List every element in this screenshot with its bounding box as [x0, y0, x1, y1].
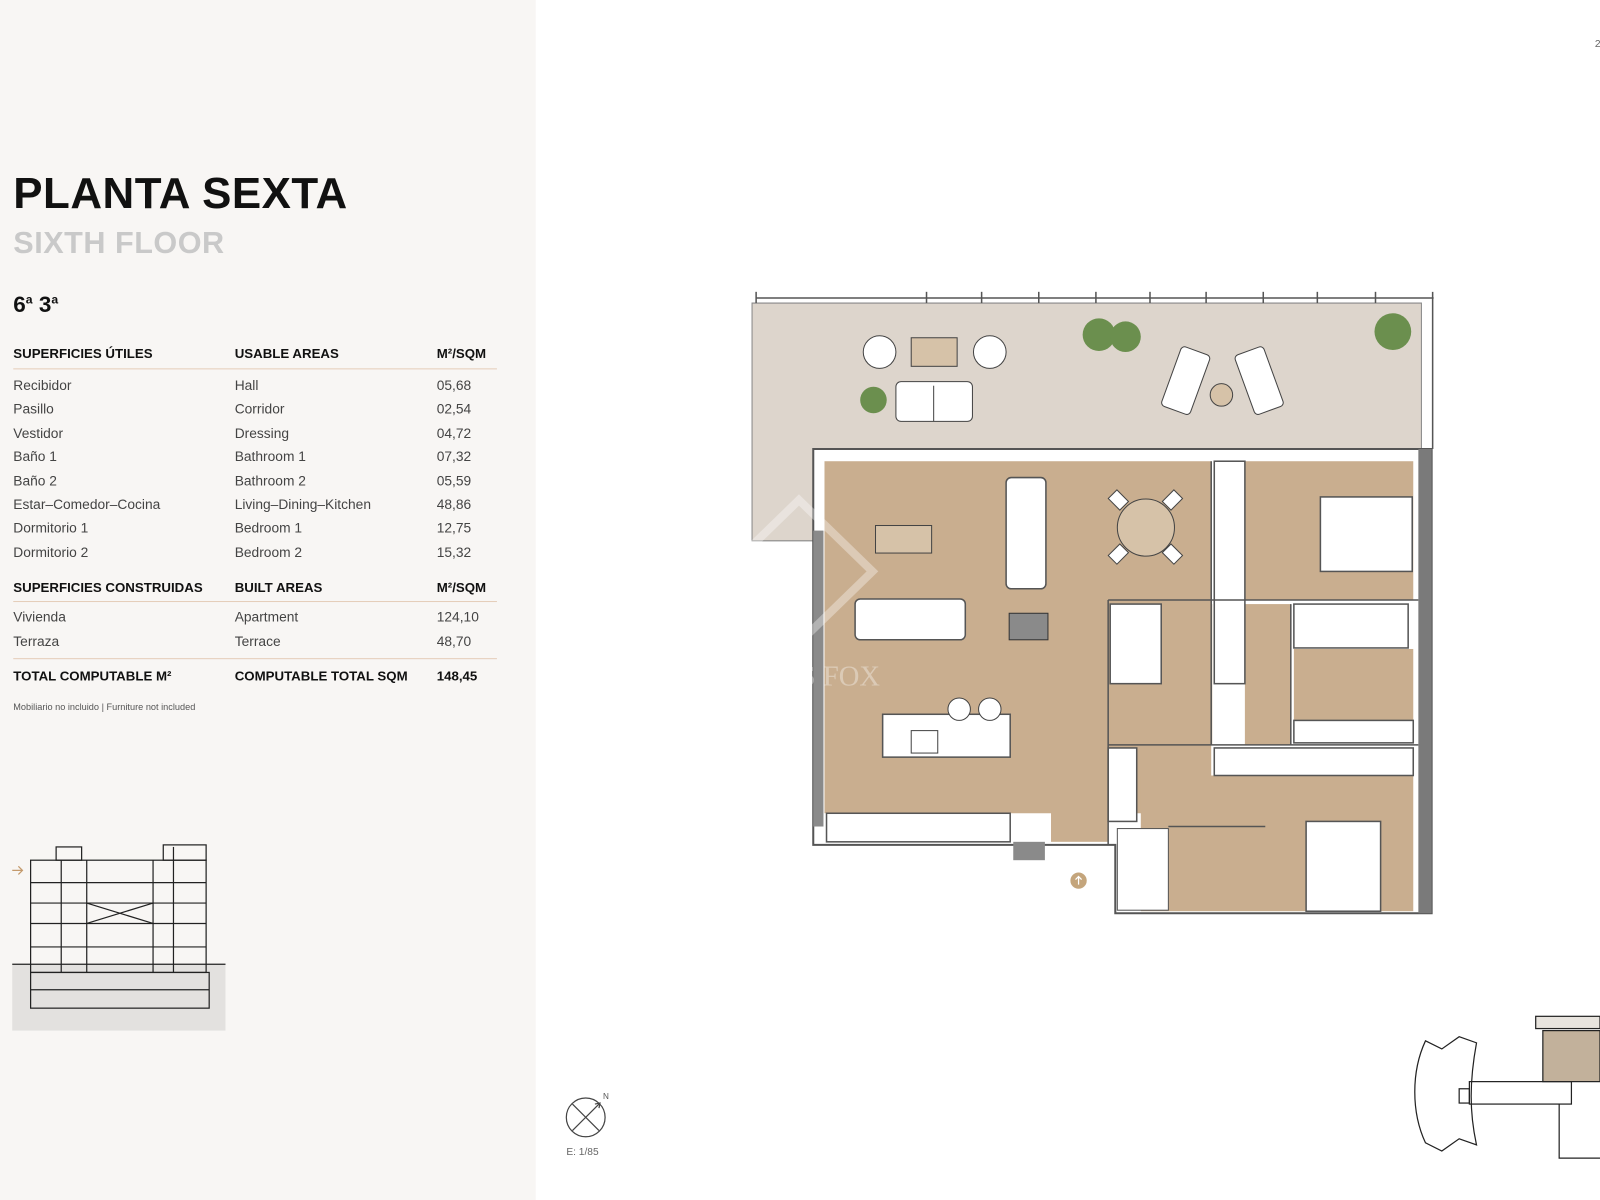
area-value: 124,10	[436, 609, 479, 625]
coffee-table	[874, 524, 933, 554]
spanish-label: Terraza	[13, 633, 60, 649]
english-label: COMPUTABLE TOTAL SQM	[234, 668, 408, 684]
table-row: Baño 2 Bathroom 2 05,59	[13, 473, 497, 493]
sofa	[1005, 476, 1047, 590]
table-row: Terraza Terrace 48,70	[13, 633, 497, 653]
spanish-label: Baño 1	[13, 449, 57, 465]
english-label: Bedroom 1	[234, 520, 303, 537]
english-label: USABLE AREAS	[234, 345, 339, 362]
english-label: Terrace	[234, 633, 281, 649]
kitchen-counter	[825, 812, 1011, 843]
spanish-label: SUPERFICIES CONSTRUIDAS	[13, 579, 203, 595]
spanish-label: Dormitorio 1	[13, 520, 89, 537]
area-value: 48,70	[436, 633, 472, 649]
terrace	[751, 291, 1434, 542]
english-label: Hall	[234, 377, 259, 393]
sofa	[854, 598, 967, 641]
table-row: Recibidor Hall 05,68	[13, 378, 497, 398]
page-title: PLANTA SEXTA	[13, 169, 348, 219]
bathtub	[1293, 603, 1409, 649]
spanish-label: Baño 2	[13, 473, 57, 489]
area-value: 15,32	[436, 544, 472, 560]
english-label: Corridor	[234, 401, 285, 417]
spanish-label: Pasillo	[13, 401, 54, 417]
vanity	[1293, 719, 1415, 744]
building-section-diagram	[12, 844, 226, 1031]
watermark-logo: LUCAS FOX	[719, 494, 880, 693]
cooktop-icon	[910, 730, 939, 754]
english-label: Bedroom 2	[234, 544, 303, 560]
area-value: 07,32	[436, 449, 472, 465]
table-header: TOTAL COMPUTABLE M² COMPUTABLE TOTAL SQM 1…	[13, 668, 497, 688]
spanish-label: SUPERFICIES ÚTILES	[13, 345, 153, 362]
table-header: SUPERFICIES ÚTILES USABLE AREAS M²/SQM	[13, 346, 497, 366]
spanish-label: Vivienda	[13, 609, 66, 625]
area-value: 148,45	[436, 668, 478, 684]
area-value: 05,59	[436, 473, 472, 489]
scale-label: E: 1/85	[566, 1146, 599, 1159]
terrace-table	[910, 337, 958, 367]
table-row: Vivienda Apartment 124,10	[13, 609, 497, 629]
furniture-note: Mobiliario no incluido | Furniture not i…	[13, 702, 196, 713]
spanish-label: TOTAL COMPUTABLE M²	[13, 668, 172, 684]
wardrobe	[1213, 747, 1415, 777]
table-row: Dormitorio 2 Bedroom 2 15,32	[13, 545, 497, 565]
spanish-label: Vestidor	[13, 425, 64, 441]
english-label: Living–Dining–Kitchen	[234, 496, 372, 513]
spanish-label: Estar–Comedor–Cocina	[13, 496, 161, 513]
table-row: Estar–Comedor–Cocina Living–Dining–Kitche…	[13, 497, 497, 517]
unit-label: 6a 3a	[13, 291, 59, 318]
divider	[13, 658, 497, 660]
area-value: M²/SQM	[436, 345, 487, 362]
area-value: 12,75	[436, 520, 472, 537]
page-number: 2	[1594, 38, 1600, 50]
divider	[13, 601, 497, 603]
terrace-armchair	[862, 335, 897, 369]
terrace-armchair	[972, 335, 1007, 369]
table-row: Baño 1 Bathroom 1 07,32	[13, 449, 497, 469]
bathroom-2	[1168, 828, 1266, 911]
north-label: N	[603, 1091, 609, 1102]
english-label: Apartment	[234, 609, 299, 625]
table-row: Vestidor Dressing 04,72	[13, 425, 497, 445]
site-key-map	[1414, 1015, 1600, 1159]
apartment	[812, 447, 1433, 915]
plant-icon	[860, 313, 1412, 414]
area-value: 05,68	[436, 377, 472, 393]
tv	[1008, 612, 1049, 641]
bed	[1319, 496, 1413, 573]
table-row: Pasillo Corridor 02,54	[13, 401, 497, 421]
north-arrow-icon	[565, 1097, 606, 1138]
english-label: Dressing	[234, 425, 290, 441]
dining-set	[1107, 489, 1184, 565]
english-label: Bathroom 2	[234, 473, 306, 489]
corridor	[1244, 604, 1291, 745]
kitchen-island	[881, 713, 1011, 758]
bathroom-1	[1293, 648, 1414, 721]
english-label: Bathroom 1	[234, 449, 306, 465]
closet	[1213, 460, 1246, 685]
table-header: SUPERFICIES CONSTRUIDAS BUILT AREAS M²/SQM	[13, 580, 497, 600]
spanish-label: Recibidor	[13, 377, 72, 393]
area-value: 48,86	[436, 496, 472, 513]
page-subtitle: SIXTH FLOOR	[13, 226, 225, 261]
area-value: M²/SQM	[436, 579, 487, 595]
english-label: BUILT AREAS	[234, 579, 323, 595]
bed	[1305, 820, 1382, 912]
divider	[13, 368, 497, 370]
svg-text:LUCAS FOX: LUCAS FOX	[722, 662, 880, 693]
area-value: 04,72	[436, 425, 472, 441]
spanish-label: Dormitorio 2	[13, 544, 89, 560]
sun-lounger	[1234, 346, 1284, 415]
area-value: 02,54	[436, 401, 472, 417]
table-row: Dormitorio 1 Bedroom 1 12,75	[13, 521, 497, 541]
sun-lounger	[1161, 346, 1211, 415]
